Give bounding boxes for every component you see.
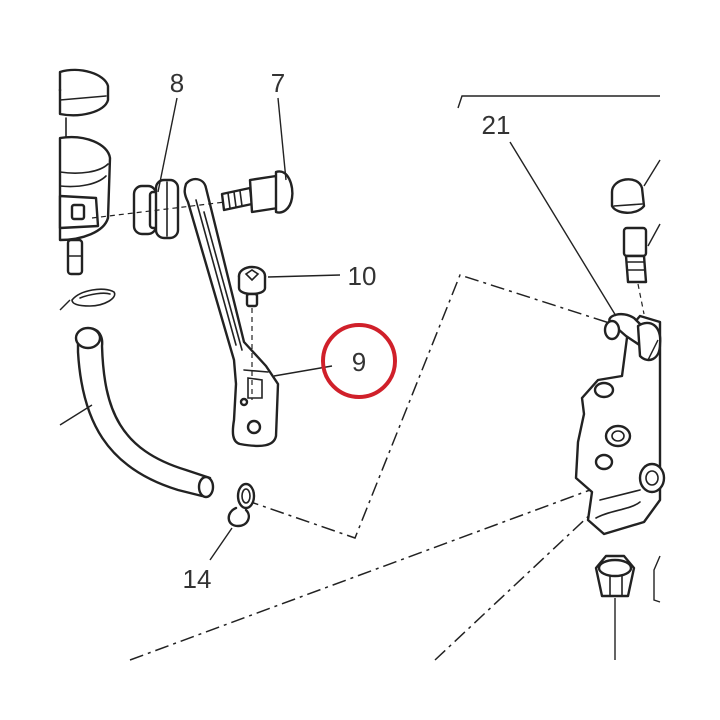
callout-8[interactable]: 8	[170, 68, 184, 98]
lever-bracket-9	[183, 177, 280, 448]
assembly-dashed-lines	[129, 274, 626, 661]
cylinder-assembly	[457, 95, 666, 660]
hose	[59, 326, 215, 499]
leader-7	[277, 97, 287, 181]
grommet-8	[132, 178, 180, 240]
callout-leaders	[157, 97, 617, 377]
leader-21	[509, 141, 617, 317]
callout-14[interactable]: 14	[183, 564, 212, 594]
reservoir-assembly	[58, 68, 116, 311]
pivot-pin-7	[220, 170, 294, 214]
callout-7[interactable]: 7	[271, 68, 285, 98]
leader-10	[267, 274, 341, 278]
highlight-circle	[321, 323, 397, 399]
screw-10	[237, 265, 267, 400]
leader-8	[157, 97, 178, 193]
callout-9[interactable]: 9	[352, 347, 366, 377]
callout-10[interactable]: 10	[348, 261, 377, 291]
hose-clip-14	[209, 482, 256, 561]
callout-21[interactable]: 21	[482, 110, 511, 140]
